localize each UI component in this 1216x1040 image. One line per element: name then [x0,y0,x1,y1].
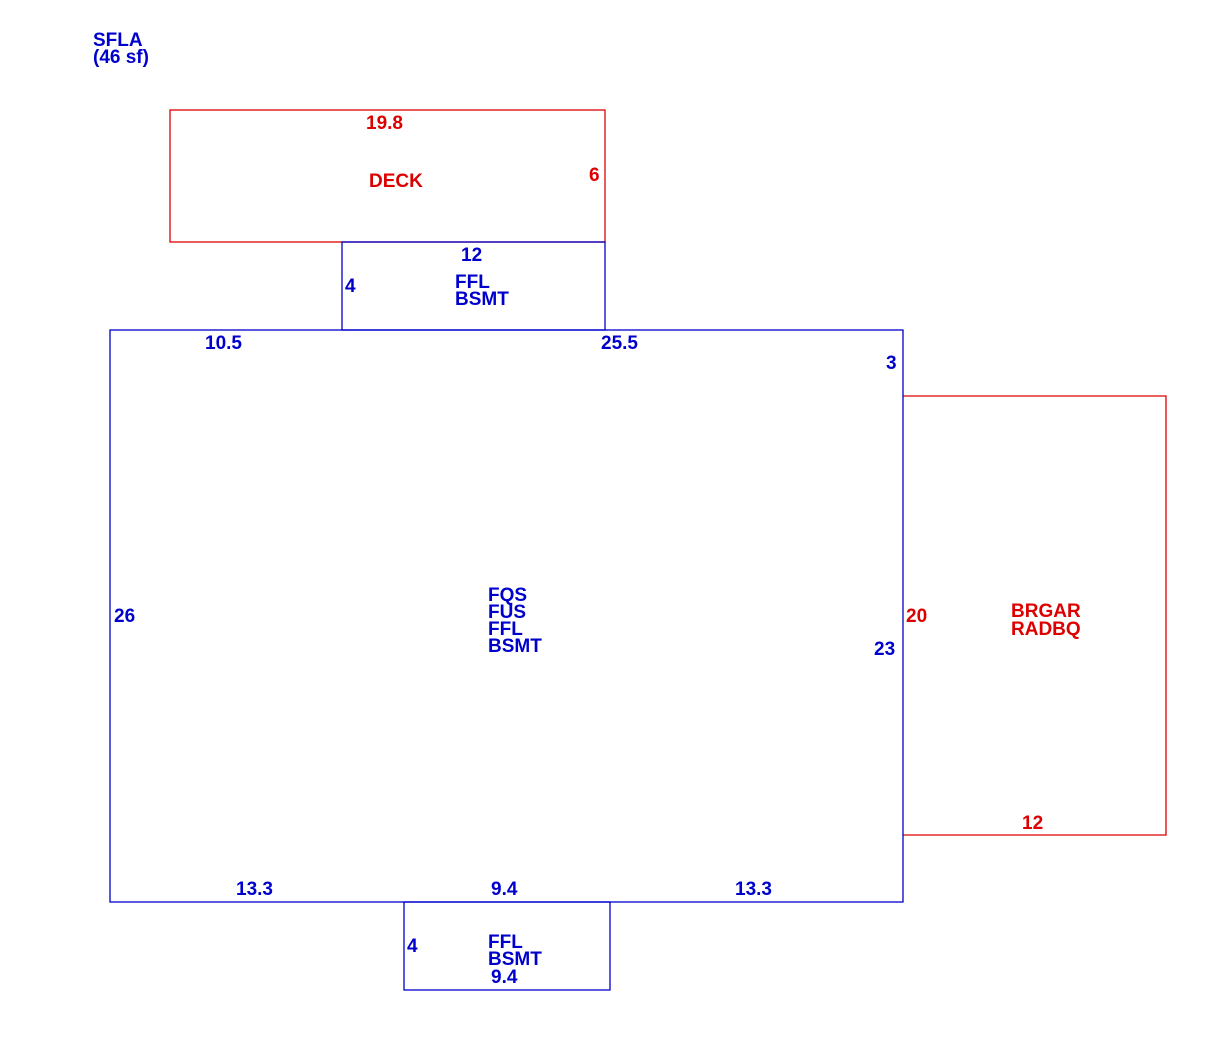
rear-addition-code-1: FFL [455,272,490,293]
main-dim-bottom-middle: 9.4 [491,879,518,900]
main-dim-left: 26 [114,606,135,627]
main-dim-top-right: 25.5 [601,333,638,354]
garage-outline [903,395,1167,836]
front-addition-code-2: BSMT [488,949,542,970]
rear-addition-dim-left: 4 [345,276,356,297]
main-code-4: BSMT [488,636,542,657]
front-addition-dim-bottom: 9.4 [491,967,518,988]
main-code-2: FUS [488,602,526,623]
sfla-label: SFLA [93,30,143,51]
main-code-1: FQS [488,585,527,606]
rear-addition-dim-top: 12 [461,245,482,266]
rear-addition-code-2: BSMT [455,289,509,310]
deck-code: DECK [369,171,423,192]
deck-dim-top: 19.8 [366,113,403,134]
main-dim-bottom-right: 13.3 [735,879,772,900]
main-dim-right-lower: 23 [874,639,895,660]
garage-code-2: RADBQ [1011,619,1081,640]
main-dim-right-upper: 3 [886,353,897,374]
front-addition-outline [403,901,611,991]
sfla-area: (46 sf) [93,47,149,68]
main-code-3: FFL [488,619,523,640]
garage-code-1: BRGAR [1011,601,1081,622]
front-addition-dim-left: 4 [407,936,418,957]
garage-dim-bottom: 12 [1022,813,1043,834]
main-dim-bottom-left: 13.3 [236,879,273,900]
deck-dim-right: 6 [589,165,600,186]
front-addition-code-1: FFL [488,932,523,953]
main-dim-top-left: 10.5 [205,333,242,354]
garage-dim-left: 20 [906,606,927,627]
